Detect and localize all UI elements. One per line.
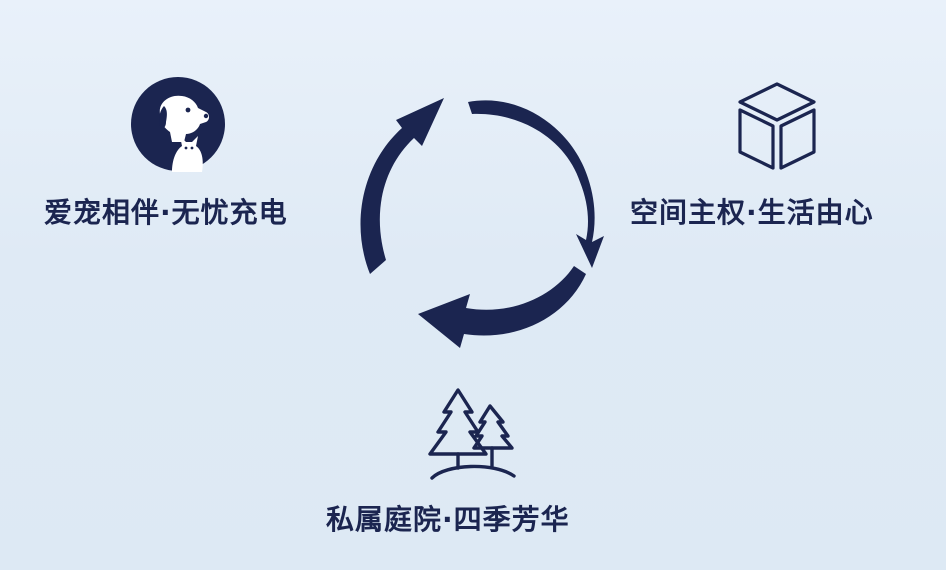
node-label-pet: 爱宠相伴·无忧充电 [44, 196, 288, 229]
node-label-garden: 私属庭院·四季芳华 [326, 503, 570, 536]
trees-icon [424, 384, 520, 484]
node-label-space: 空间主权·生活由心 [630, 196, 874, 229]
pet-icon [130, 76, 226, 172]
cube-icon [734, 80, 820, 172]
cycle-arrows-icon [340, 84, 610, 354]
